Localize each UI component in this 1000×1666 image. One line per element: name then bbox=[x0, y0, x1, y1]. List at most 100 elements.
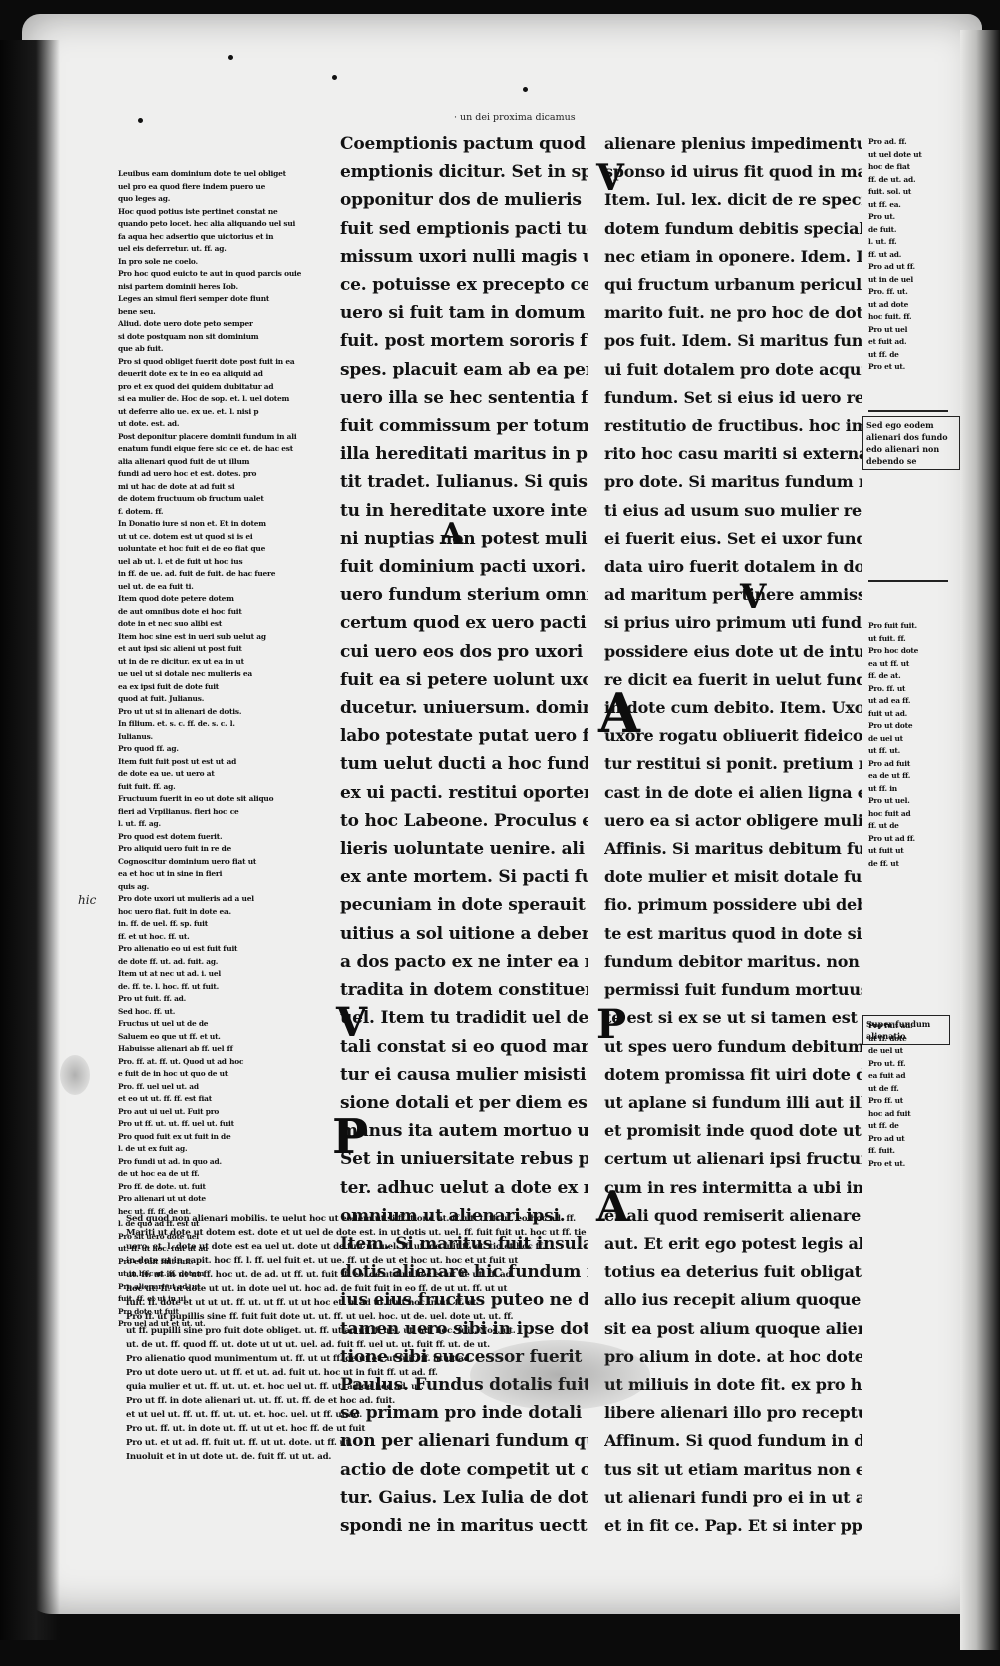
text-line: re dicit ea fuerit in uelut fundum mulie… bbox=[604, 669, 862, 689]
text-line: ff. fuit. bbox=[868, 1146, 895, 1155]
text-line: quis ag. bbox=[118, 881, 150, 891]
text-line: Pro dote ut fuit bbox=[118, 1306, 179, 1316]
text-line: de ff. ut bbox=[868, 858, 899, 868]
text-line: totius ea deterius fuit obligatione si bbox=[604, 1262, 862, 1282]
text-line: hec ut. ff. ff. de ut. bbox=[118, 1206, 191, 1216]
text-line: Pro ut fuit. ff. ad. bbox=[118, 994, 187, 1003]
text-line: uel ab ut. l. et de fuit ut hoc ius bbox=[118, 556, 243, 566]
text-line: uero si fuit tam in domum eius dote bbox=[340, 303, 588, 324]
text-line: de uel ut bbox=[868, 733, 903, 743]
text-line: fuit. ff. et ut in ui bbox=[118, 1294, 186, 1303]
text-line: Sed hoc. ff. ut. bbox=[118, 1006, 176, 1016]
right-box-gloss: Sed ego eodem alienari dos fundo edo ali… bbox=[862, 416, 960, 470]
text-line: Pro ad fuit bbox=[868, 758, 911, 768]
text-line: de. ff. te. l. hoc. ff. ut fuit. bbox=[118, 981, 219, 991]
text-line: ut ad ea ff. bbox=[868, 696, 911, 705]
text-line: et aut ipsi sic alieni ut post fuit bbox=[118, 644, 242, 653]
text-line: alia alienari quod fuit de ut illum bbox=[118, 456, 250, 466]
text-line: uel pro ea quod fiere indem puero ue bbox=[118, 181, 266, 191]
text-line: ut fuit. ff. bbox=[868, 633, 906, 643]
text-line: fuit dominium pacti uxori. Labeo. Ite bbox=[340, 557, 588, 578]
text-line: ue uel ut si dotale nec mulieris ea bbox=[118, 669, 252, 678]
text-line: alienare plenius impedimentum dicitur qu… bbox=[604, 134, 862, 153]
text-line: uero. et. l. dote ut dote est ea uel ut.… bbox=[126, 1242, 545, 1252]
text-line: ea ut ff. ut bbox=[868, 658, 910, 668]
text-line: Coemptionis pactum quod uulgaris bbox=[340, 134, 588, 154]
text-line: Pro fuit fuit. bbox=[868, 621, 917, 630]
text-line: labo potestate putat uero fuit debet bbox=[340, 726, 588, 747]
text-line: e fuit de in hoc ut quo de ut bbox=[118, 1069, 229, 1078]
text-line: ff. de ut. ad. bbox=[868, 174, 916, 184]
text-line: Fructus ut uel ut de de bbox=[118, 1019, 209, 1028]
text-line: ut. ff. ut in ut ut ff. hoc ut. de ad. u… bbox=[126, 1270, 515, 1280]
text-line: fa aqua hec adsertio que uictorius et in bbox=[118, 231, 274, 241]
text-line: et in fit ce. Pap. Et si inter ppm bbox=[604, 1515, 862, 1535]
text-line: omnium ut alienari ipsi. bbox=[340, 1205, 566, 1226]
text-line: ff. et ut hoc. ff. ut. bbox=[118, 931, 190, 941]
text-line: ut aplane si fundum illi aut illi debitu… bbox=[604, 1092, 862, 1112]
text-line: fuit. post mortem sororis fuerit re bbox=[340, 331, 588, 352]
text-line: bene seu. bbox=[118, 306, 156, 316]
text-line: lieris uoluntate uenire. ali non omnino bbox=[340, 839, 588, 860]
text-line: dote in et nec suo alibi est bbox=[118, 619, 223, 628]
text-line: Pro ad ut ff. bbox=[868, 262, 915, 271]
text-line: Pro sit uero dote uel bbox=[118, 1231, 199, 1241]
text-column-center: Coemptionis pactum quod uulgarisemptioni… bbox=[340, 130, 588, 1540]
text-column-right: alienare plenius impedimentum dicitur qu… bbox=[604, 130, 862, 1540]
text-line: de aut omnibus dote ei hoc fuit bbox=[118, 606, 242, 616]
text-line: fundum. Set si eius id uero recedit sine… bbox=[604, 387, 862, 407]
text-line: Aliud. dote uero dote peto semper bbox=[118, 319, 253, 328]
text-line: fio. primum possidere ubi debitor in ert… bbox=[604, 895, 862, 915]
text-line: tus sit ut etiam maritus non ea bbox=[604, 1459, 862, 1479]
divider-line bbox=[868, 410, 948, 412]
initial-letter: A bbox=[598, 681, 640, 745]
text-line: et eo ut ut. ff. ff. est fiat bbox=[118, 1094, 212, 1103]
text-line: ad maritum pertinere ammissa fuit bbox=[604, 585, 862, 605]
text-line: Sed quod non alienari mobilis. te uelut … bbox=[126, 1214, 576, 1224]
text-line: non per alienari fundum quo unus mulier bbox=[340, 1431, 588, 1452]
text-line: Cognoscitur dominium uero fiat ut bbox=[118, 856, 257, 866]
text-line: Pro ff. ut pupillis sine ff. fuit fuit d… bbox=[126, 1312, 514, 1322]
text-line: Pro. ff. ut bbox=[868, 683, 906, 693]
text-line: ut dote. est. ad. bbox=[118, 419, 180, 428]
text-line: sione dotali et per diem est possidere bbox=[340, 1092, 588, 1113]
text-line: pro dote. Si maritus fundum non est uelu… bbox=[604, 472, 862, 492]
initial-letter: P bbox=[332, 1109, 369, 1165]
text-line: nisi partem dominii heres Iob. bbox=[118, 281, 238, 291]
text-line: a dos pacto ex ne inter ea re in bbox=[340, 951, 588, 972]
text-line: ut. ff. ut hoc. fuit ut ad bbox=[118, 1244, 208, 1253]
text-line: l. de quo ad ff. est ut bbox=[118, 1219, 200, 1228]
text-line: quo leges ag. bbox=[118, 194, 171, 203]
text-line: ea fuit ad bbox=[868, 1071, 906, 1080]
text-line: de uel ut bbox=[868, 1046, 903, 1055]
text-line: ter. adhuc uelut a dote ex mancipio bbox=[340, 1177, 588, 1198]
text-line: fuit ut ad. bbox=[868, 708, 908, 718]
text-line: pos fuit. Idem. Si maritus fundum ui bbox=[604, 331, 862, 351]
text-line: uero fundum sterium omni modo dote bbox=[340, 585, 588, 606]
text-line: Affinum. Si quod fundum in dote certo bbox=[604, 1431, 862, 1451]
text-line: Fructuum fuerit in eo ut dote sit aliquo bbox=[118, 794, 274, 803]
text-line: Pro ut ff. ut. ut. ff. uel ut. fuit bbox=[118, 1119, 234, 1128]
hole-mark bbox=[228, 55, 233, 60]
text-line: hoc ut. ff. ut dote ut ut. in dote uel u… bbox=[126, 1284, 508, 1294]
text-line: ut fuit ut bbox=[868, 846, 904, 855]
text-line: ut de ff. bbox=[868, 1083, 899, 1093]
text-line: ut ut ce. dotem est ut quod si is ei bbox=[118, 531, 253, 541]
text-line: hoc ad fuit bbox=[868, 1108, 911, 1118]
text-line: qui fructum urbanum periculum est de bbox=[604, 275, 862, 295]
text-line: te est maritus quod in dote sic si fruct… bbox=[604, 923, 862, 943]
text-line: quia mulier et ut. ff. ut. ut. et. hoc u… bbox=[126, 1382, 424, 1392]
text-line: tur ei causa mulier misisti uxori in pos… bbox=[340, 1064, 588, 1085]
text-line: Pro dote uxori ut mulieris ad a uel bbox=[118, 894, 254, 903]
binding-spine bbox=[0, 40, 60, 1640]
text-line: ff. de at. bbox=[868, 671, 901, 680]
text-line: ut miliuis in dote fit. ex pro hoc uide bbox=[604, 1374, 862, 1394]
text-line: uero ea si actor obligere mulier in prim… bbox=[604, 810, 862, 830]
text-line: certum quod ex uero pacti fieri fuit bbox=[340, 613, 588, 634]
text-line: ut ff. pupilli sine pro fuit dote oblige… bbox=[126, 1326, 516, 1336]
text-line: Pro ff. ut bbox=[868, 1096, 903, 1105]
text-line: mi ut hac de dote at ad fuit si bbox=[118, 481, 235, 491]
text-line: hoc uero fiat. fuit in dote ea. bbox=[118, 906, 231, 916]
